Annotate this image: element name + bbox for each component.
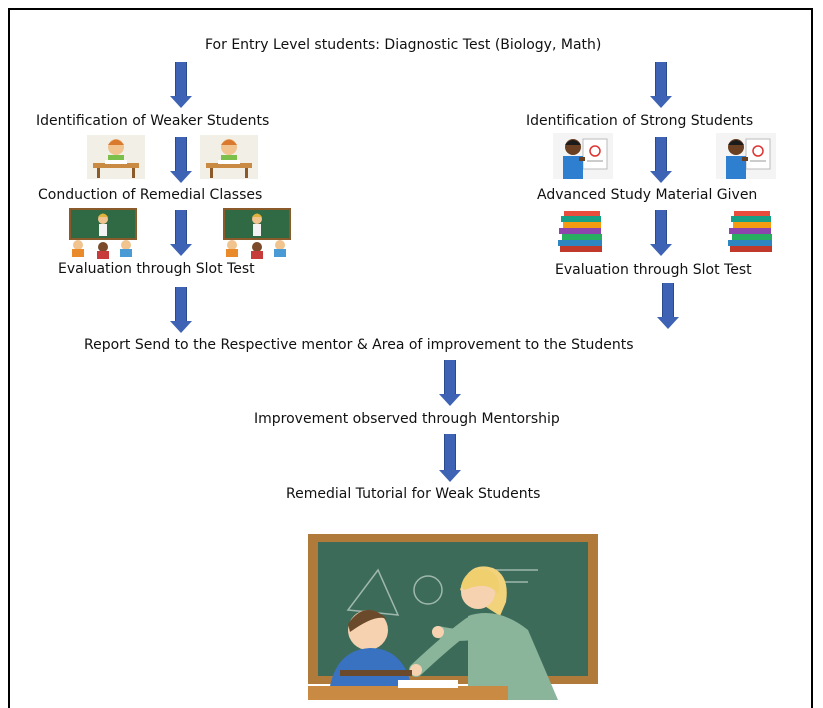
report-label: Report Send to the Respective mentor & A… (84, 337, 634, 353)
arrow-down-icon (170, 137, 192, 183)
tutorial-label: Remedial Tutorial for Weak Students (286, 486, 541, 502)
arrow-down-icon (650, 210, 672, 256)
arrow-down-icon (170, 287, 192, 333)
arrow-down-icon (650, 137, 672, 183)
identify-weak-label: Identification of Weaker Students (36, 113, 270, 129)
classroom-icon (218, 207, 296, 259)
book-stack-icon (722, 210, 780, 254)
arrow-down-icon (657, 283, 679, 329)
student-writing-icon (200, 135, 258, 179)
identify-strong-label: Identification of Strong Students (526, 113, 754, 129)
book-stack-icon (552, 210, 610, 254)
diagram-frame (8, 8, 813, 708)
arrow-down-icon (439, 360, 461, 406)
arrow-down-icon (170, 62, 192, 108)
teacher-tutoring-illustration (288, 520, 614, 700)
advanced-material-label: Advanced Study Material Given (537, 187, 758, 203)
weak-evaluation-label: Evaluation through Slot Test (58, 261, 255, 277)
student-with-certificate-icon (716, 133, 776, 179)
classroom-icon (64, 207, 142, 259)
remedial-classes-label: Conduction of Remedial Classes (38, 187, 263, 203)
student-with-certificate-icon (553, 133, 613, 179)
arrow-down-icon (439, 434, 461, 482)
strong-evaluation-label: Evaluation through Slot Test (555, 262, 752, 278)
arrow-down-icon (170, 210, 192, 256)
entry-diagnostic-label: For Entry Level students: Diagnostic Tes… (205, 37, 602, 53)
arrow-down-icon (650, 62, 672, 108)
student-writing-icon (87, 135, 145, 179)
mentorship-label: Improvement observed through Mentorship (254, 411, 560, 427)
